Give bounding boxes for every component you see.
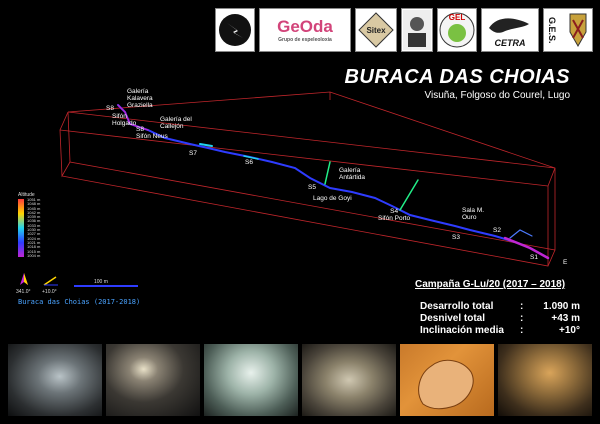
cetra-salamander-icon: [489, 18, 529, 33]
stat-row: Desnivel total : +43 m: [420, 313, 580, 325]
label-s7: S7: [189, 150, 197, 157]
cave-photo-1: [8, 344, 102, 416]
altitude-color-bar: [18, 199, 24, 257]
label-galeria-kalavera: Galería Kalavera Graziella: [127, 88, 153, 109]
altitude-legend-title: Altitude: [18, 192, 35, 198]
north-arrow-icon: [20, 273, 28, 285]
altitude-tick: 1051 m: [27, 197, 41, 202]
stat-label: Desnivel total: [420, 313, 486, 324]
altitude-tick: 1021 m: [27, 239, 41, 245]
stat-separator: :: [520, 325, 524, 336]
bounding-box: [59, 91, 556, 267]
label-s3: S3: [452, 234, 460, 241]
label-s1: S1: [530, 254, 538, 261]
cave-photo-2: [106, 344, 200, 416]
label-galeria-antartida: Galería Antártida: [339, 167, 366, 181]
survey-line: [117, 104, 550, 260]
altitude-ticks: 1051 m 1048 m 1045 m 1042 m 1039 m 1036 …: [27, 197, 41, 258]
orientation-legend: [20, 273, 138, 287]
compass-azimuth-label: 341.0°: [16, 289, 31, 295]
portrait-icon: [403, 10, 431, 50]
altitude-tick: 1024 m: [27, 235, 41, 241]
map-caption: Buraca das Choias (2017-2018): [18, 298, 141, 306]
ges-logo-text: G.E.S.: [547, 16, 557, 44]
geoda-logo-subtext: Grupo de espeleoloxía: [278, 37, 332, 43]
altitude-tick: 1036 m: [27, 218, 41, 224]
portrait-logo: [401, 8, 433, 52]
stat-value: +43 m: [551, 313, 580, 324]
scale-label: 100 m: [94, 279, 108, 285]
stat-label: Desarrollo total: [420, 301, 494, 312]
sitex-diamond-icon: [358, 12, 394, 48]
altitude-tick: 1039 m: [27, 214, 41, 220]
sitex-logo: Sitex: [355, 8, 397, 52]
cetra-logo-text: CETRA: [494, 38, 526, 48]
gel-mascot-icon: [439, 12, 475, 48]
stat-separator: :: [520, 313, 524, 324]
label-lago-goyi: Lago de Goyi: [313, 195, 352, 202]
gel-logo-text: GEL: [448, 13, 466, 22]
stat-row: Inclinación media : +10°: [420, 325, 580, 337]
altitude-tick: 1004 m: [27, 252, 41, 258]
altitude-tick: 1027 m: [27, 231, 41, 237]
altitude-tick: 1048 m: [27, 201, 41, 207]
label-s5: S5: [308, 184, 316, 191]
page-subtitle: Visuña, Folgoso do Courel, Lugo: [424, 90, 570, 101]
altitude-tick: 1045 m: [27, 205, 41, 211]
label-sifon-neus: S8 Sifón Neus: [136, 126, 168, 140]
label-galeria-callejon: Galería del Callejón: [160, 116, 192, 130]
stat-row: Desarrollo total : 1.090 m: [420, 301, 580, 313]
cave-survey-map: [59, 91, 556, 267]
photo-strip: [8, 344, 592, 416]
geoda-logo-text: GeOda: [277, 17, 333, 36]
label-e: E: [563, 259, 568, 266]
label-sala-m-ouro: Sala M. Ouro: [462, 207, 485, 221]
cave-photo-4: [302, 344, 396, 416]
label-sifon-porto: S4 Sifón Porto: [378, 208, 411, 222]
map-outline-icon: [418, 359, 474, 410]
ges-logo: G.E.S.: [543, 8, 593, 52]
stat-separator: :: [520, 301, 524, 312]
altitude-tick: 1033 m: [27, 222, 41, 228]
cave-photo-3: [204, 344, 298, 416]
campaign-title: Campaña G-Lu/20 (2017 – 2018): [415, 279, 566, 290]
map-photo: [400, 344, 494, 416]
label-s8-top: S8: [106, 105, 114, 112]
page-title: BURACA DAS CHOIAS: [344, 66, 570, 88]
label-sifon-holgado: Sifón Holgado: [112, 113, 137, 127]
gel-logo: GEL: [437, 8, 477, 52]
club-logo-1: [215, 8, 255, 52]
sitex-logo-text: Sitex: [366, 25, 386, 35]
stat-label: Inclinación media: [420, 325, 504, 336]
geoda-logo: GeOda Grupo de espeleoloxía: [259, 8, 351, 52]
campaign-stats: Desarrollo total : 1.090 m Desnivel tota…: [420, 301, 580, 337]
stat-value: 1.090 m: [543, 301, 580, 312]
inclination-icon: [43, 276, 58, 286]
altitude-tick: 1018 m: [27, 244, 41, 250]
stat-value: +10°: [559, 325, 580, 336]
altitude-tick: 1015 m: [27, 248, 41, 254]
altitude-tick: 1042 m: [27, 209, 41, 215]
cetra-logo: CETRA: [481, 8, 539, 52]
ges-emblem-icon: [569, 13, 587, 48]
compass-inclination-label: +10.0°: [42, 289, 57, 295]
label-s6: S6: [245, 159, 253, 166]
altitude-tick: 1030 m: [27, 227, 41, 233]
logos-row: GeOda Grupo de espeleoloxía Sitex GEL CE…: [215, 8, 595, 54]
cave-photo-6: [498, 344, 592, 416]
bolt-circle-icon: [219, 14, 251, 46]
label-s2: S2: [493, 227, 501, 234]
